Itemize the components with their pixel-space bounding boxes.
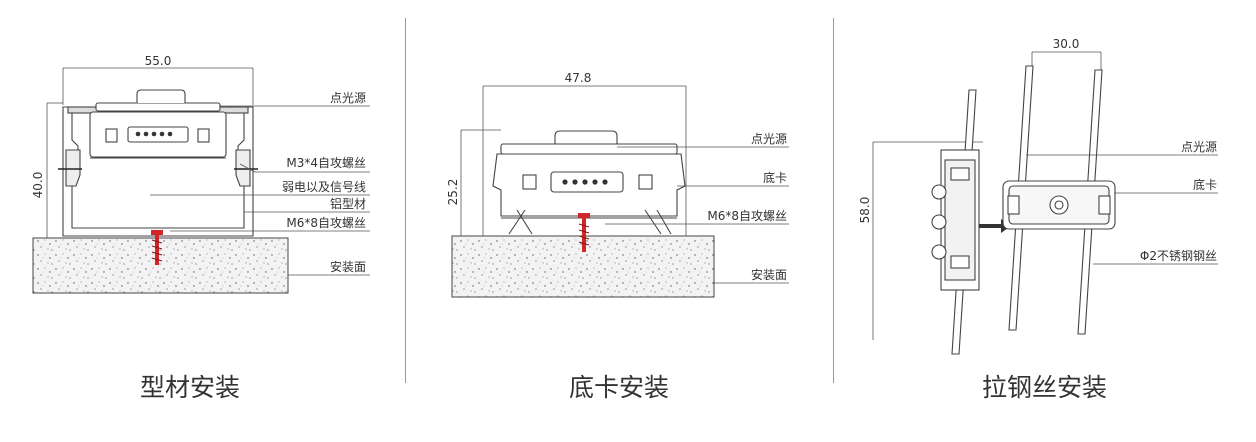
panel-divider-1 bbox=[405, 18, 406, 383]
profile-install-panel: 55.0 40.0 bbox=[0, 0, 405, 442]
height-dimension: 25.2 bbox=[446, 179, 460, 206]
base-clip bbox=[492, 130, 686, 235]
label-base-clip: 底卡 bbox=[1193, 177, 1217, 192]
panel-divider-2 bbox=[833, 18, 834, 383]
width-dimension: 55.0 bbox=[145, 54, 172, 68]
height-dimension: 40.0 bbox=[31, 172, 45, 199]
caption-wire-install: 拉钢丝安装 bbox=[981, 373, 1107, 402]
width-dimension: 47.8 bbox=[565, 71, 592, 85]
label-wire-rope: Φ2不锈钢钢丝 bbox=[1140, 249, 1217, 263]
label-profile: 铝型材 bbox=[330, 196, 366, 211]
clip-install-panel: 47.8 25.2 点光源 底卡 bbox=[405, 0, 833, 442]
aluminum-profile bbox=[62, 89, 254, 237]
point-light-body bbox=[931, 149, 980, 291]
profile-install-diagram: 55.0 40.0 bbox=[31, 54, 370, 294]
screw bbox=[578, 213, 590, 252]
label-point-light: 点光源 bbox=[330, 91, 366, 105]
label-m3-screw: M3*4自攻螺丝 bbox=[286, 156, 366, 170]
clip-install-diagram: 47.8 25.2 点光源 底卡 bbox=[446, 71, 789, 298]
label-m6-screw: M6*8自攻螺丝 bbox=[286, 216, 366, 230]
label-m6-screw: M6*8自攻螺丝 bbox=[707, 209, 787, 223]
wire-install-diagram: 30.0 58.0 bbox=[858, 37, 1218, 355]
label-point-light: 点光源 bbox=[751, 132, 787, 146]
screw bbox=[151, 230, 163, 265]
mounting-surface bbox=[32, 237, 289, 294]
label-surface: 安装面 bbox=[330, 259, 366, 274]
label-wire: 弱电以及信号线 bbox=[282, 180, 366, 194]
height-dimension: 58.0 bbox=[858, 197, 872, 224]
base-clip bbox=[1002, 180, 1116, 230]
label-surface: 安装面 bbox=[751, 267, 787, 282]
caption-clip-install: 底卡安装 bbox=[568, 373, 669, 402]
label-point-light: 点光源 bbox=[1181, 140, 1217, 154]
label-base-clip: 底卡 bbox=[763, 170, 787, 185]
wire-install-panel: 30.0 58.0 bbox=[833, 0, 1256, 442]
width-dimension: 30.0 bbox=[1053, 37, 1080, 51]
caption-profile-install: 型材安装 bbox=[139, 373, 240, 402]
